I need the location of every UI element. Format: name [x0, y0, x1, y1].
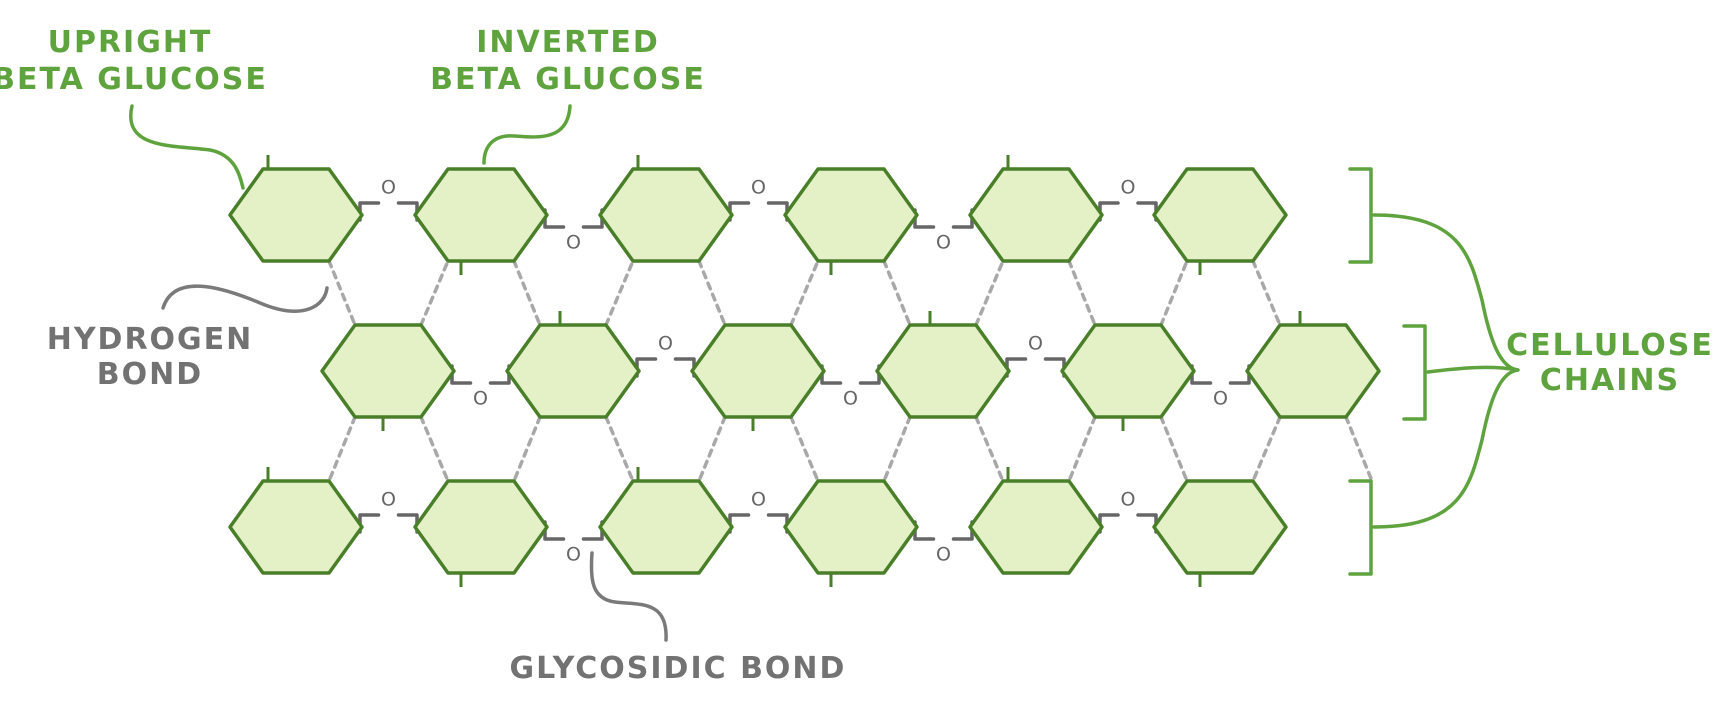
- oxygen-atom: O: [1213, 388, 1228, 410]
- glycosidic-bond: [358, 513, 419, 534]
- hydrogen-leader-line: [161, 284, 329, 313]
- chain-bracket-middle: [1402, 324, 1427, 421]
- hydrogen-bond: [604, 259, 635, 327]
- hydrogen-bond: [974, 259, 1005, 327]
- oxygen-atom: O: [751, 489, 766, 511]
- hydrogen-label-line1: HYDROGEN: [47, 322, 254, 357]
- inverted-beta-glucose: [1152, 167, 1288, 263]
- hydrogen-bond: [1344, 415, 1374, 483]
- hydrogen-bond: [882, 259, 912, 327]
- hydrogen-bond: [882, 415, 912, 483]
- upright-beta-glucose: [875, 323, 1011, 419]
- hydrogen-bond: [789, 259, 820, 327]
- glycosidic-bond: [635, 357, 696, 378]
- inverted-beta-glucose: [690, 323, 826, 419]
- glycosidic-leader-line: [589, 551, 668, 642]
- oxygen-atom: O: [566, 544, 581, 566]
- inverted-beta-glucose: [1152, 479, 1288, 575]
- glycosidic-bond: [450, 364, 511, 385]
- glycosidic-bond: [1005, 357, 1066, 378]
- inverted-label-line1: INVERTED: [476, 25, 660, 60]
- chain-bracket-top: [1348, 167, 1373, 264]
- upright-beta-glucose: [228, 479, 364, 575]
- glycosidic-bond: [728, 513, 789, 534]
- oxygen-atom: O: [936, 544, 951, 566]
- glycosidic-bond: [728, 201, 789, 222]
- glycosidic-bond: [543, 520, 604, 541]
- upright-beta-glucose: [1245, 323, 1381, 419]
- cellulose-label-line2: CHAINS: [1540, 363, 1680, 398]
- inverted-beta-glucose: [783, 479, 919, 575]
- hydrogen-bond: [419, 415, 450, 483]
- oxygen-atom: O: [1121, 489, 1136, 511]
- hydrogen-bond: [327, 259, 357, 327]
- hydrogen-bond: [1067, 259, 1097, 327]
- oxygen-atom: O: [566, 232, 581, 254]
- hydrogen-bond: [697, 259, 727, 327]
- inverted-beta-glucose: [413, 167, 549, 263]
- upright-beta-glucose: [968, 479, 1104, 575]
- hydrogen-bond: [1159, 415, 1189, 483]
- hydrogen-bond: [1251, 415, 1282, 483]
- glycosidic-bond: [1190, 364, 1251, 385]
- oxygen-atom: O: [751, 177, 766, 199]
- hydrogen-bond: [1067, 415, 1097, 483]
- chains-brace: [1372, 213, 1520, 529]
- upright-leader-line: [129, 104, 245, 190]
- upright-beta-glucose: [598, 479, 734, 575]
- oxygen-atom: O: [843, 388, 858, 410]
- glycosidic-bond: [1098, 201, 1158, 222]
- inverted-beta-glucose: [413, 479, 549, 575]
- inverted-leader-line: [482, 104, 572, 165]
- hydrogen-bond: [327, 415, 357, 483]
- oxygen-atom: O: [1121, 177, 1136, 199]
- upright-beta-glucose: [505, 323, 641, 419]
- inverted-beta-glucose: [783, 167, 919, 263]
- glycosidic-bond: [913, 520, 974, 541]
- hydrogen-bonds: [327, 259, 1374, 483]
- oxygen-atom: O: [658, 333, 673, 355]
- oxygen-atom: O: [936, 232, 951, 254]
- glycosidic-bond: [913, 208, 974, 229]
- oxygen-atom: O: [1028, 333, 1043, 355]
- cellulose-label-line1: CELLULOSE: [1506, 328, 1714, 363]
- chain-bracket-bottom: [1348, 479, 1373, 576]
- glycosidic-bond: [820, 364, 881, 385]
- glucose-rings: [228, 155, 1381, 587]
- inverted-beta-glucose: [1060, 323, 1196, 419]
- hydrogen-bond: [974, 415, 1005, 483]
- hydrogen-bond: [512, 415, 542, 483]
- hydrogen-bond: [697, 415, 727, 483]
- upright-beta-glucose: [968, 167, 1104, 263]
- hydrogen-bond: [604, 415, 635, 483]
- glycosidic-label: GLYCOSIDIC BOND: [510, 651, 847, 686]
- oxygen-atom: O: [381, 489, 396, 511]
- hydrogen-bond: [512, 259, 542, 327]
- glycosidic-bond: [1098, 513, 1158, 534]
- hydrogen-bond: [789, 415, 820, 483]
- inverted-label-line2: BETA GLUCOSE: [430, 62, 706, 97]
- hydrogen-bond: [1159, 259, 1189, 327]
- inverted-beta-glucose: [320, 323, 456, 419]
- upright-label-line1: UPRIGHT: [48, 25, 213, 60]
- upright-beta-glucose: [598, 167, 734, 263]
- hydrogen-label-line2: BOND: [97, 357, 203, 392]
- hydrogen-bond: [1251, 259, 1282, 327]
- upright-beta-glucose: [228, 167, 364, 263]
- glycosidic-bond: [543, 208, 604, 229]
- glycosidic-bond: [358, 201, 419, 222]
- hydrogen-bond: [419, 259, 450, 327]
- oxygen-atom: O: [473, 388, 488, 410]
- oxygen-atom: O: [381, 177, 396, 199]
- upright-label-line2: BETA GLUCOSE: [0, 62, 268, 97]
